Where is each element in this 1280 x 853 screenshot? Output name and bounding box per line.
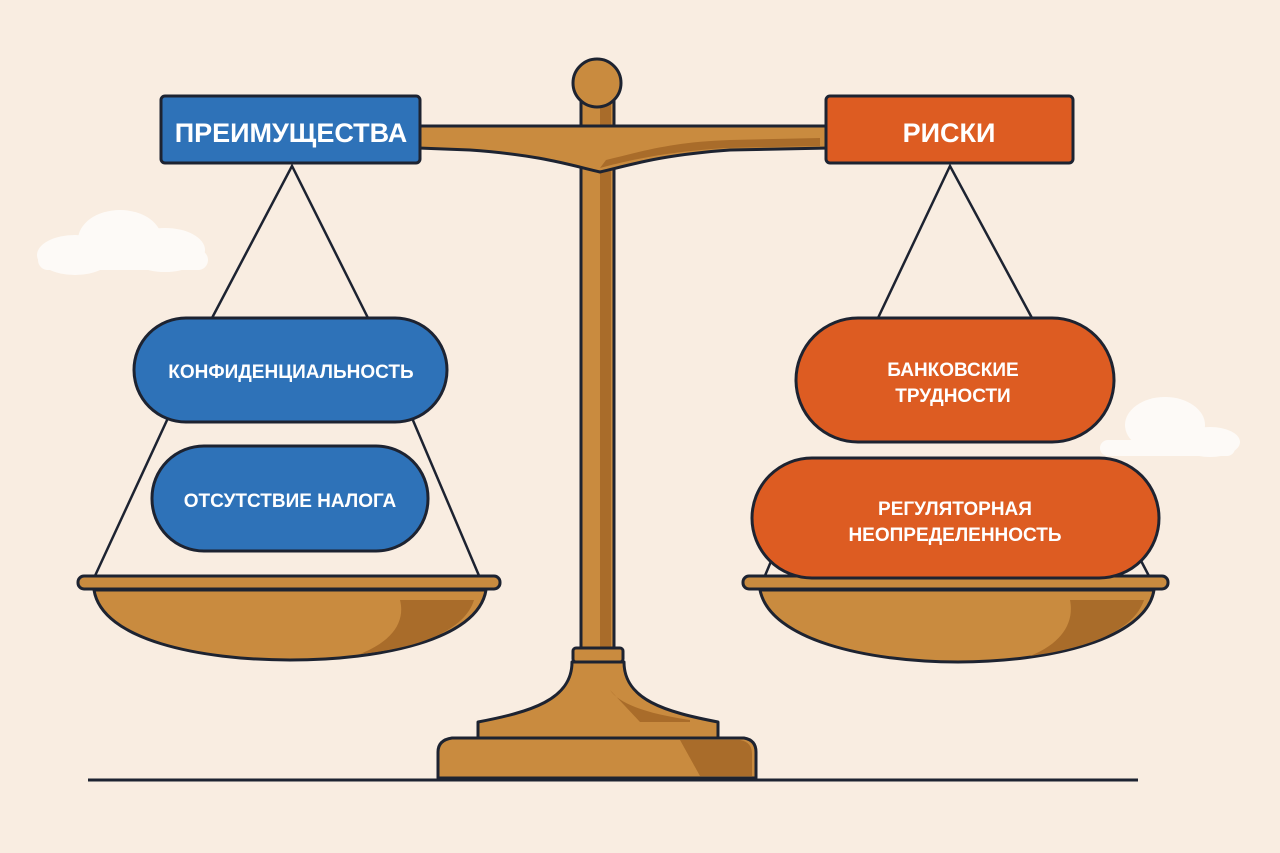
cloud-right-decoration [1100,397,1240,457]
right-pan [741,574,1170,664]
advantage-label-no-tax: ОТСУТСТВИЕ НАЛОГА [184,491,397,512]
scale-knob [571,57,623,109]
risks-header: РИСКИ [824,94,1075,165]
cloud-left-decoration [37,210,208,275]
advantages-header: ПРЕИМУЩЕСТВА [159,94,422,165]
risk-weight-regulatory: РЕГУЛЯТОРНАЯ НЕОПРЕДЕЛЕННОСТЬ [750,456,1161,580]
scale-beam [416,124,832,174]
scale-base [436,660,758,780]
risks-header-label: РИСКИ [903,118,996,148]
advantages-header-label: ПРЕИМУЩЕСТВА [175,118,408,148]
risk-label-regulatory-line2: НЕОПРЕДЕЛЕННОСТЬ [848,525,1061,546]
advantage-label-confidentiality: КОНФИДЕНЦИАЛЬНОСТЬ [168,362,413,383]
left-pan-strings [92,163,482,579]
advantage-weight-no-tax: ОТСУТСТВИЕ НАЛОГА [150,444,430,553]
risk-label-banking-line1: БАНКОВСКИЕ [887,360,1018,381]
advantage-weight-confidentiality: КОНФИДЕНЦИАЛЬНОСТЬ [132,316,449,424]
left-pan [76,574,502,662]
risk-weight-banking: БАНКОВСКИЕ ТРУДНОСТИ [794,316,1116,444]
risk-label-banking-line2: ТРУДНОСТИ [895,386,1010,407]
risk-label-regulatory-line1: РЕГУЛЯТОРНАЯ [878,499,1032,520]
scale-pillar [571,98,625,664]
